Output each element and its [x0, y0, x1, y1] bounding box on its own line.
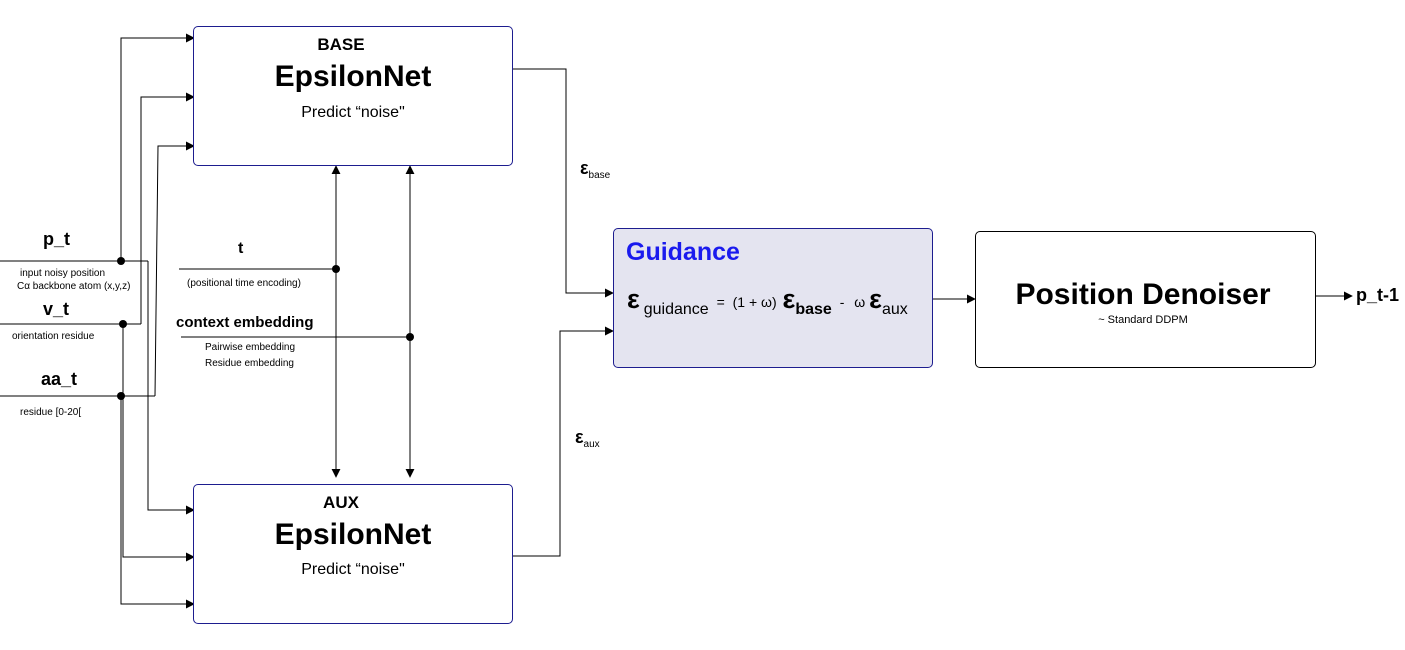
eps-symbol: ε	[627, 284, 640, 314]
p_t-label: p_t	[43, 229, 70, 249]
aux-epsilonnet-box	[193, 484, 513, 624]
denoiser-title: Position Denoiser	[1015, 278, 1271, 311]
t-desc: (positional time encoding)	[187, 278, 301, 289]
eps-symbol: ε	[575, 427, 584, 447]
base-to-guidance	[513, 68, 614, 298]
p_t-to-base	[120, 33, 195, 261]
p_t-desc-line1: input noisy position	[20, 268, 106, 279]
eps-base-label: εbase	[580, 158, 611, 181]
aa_t-to-aux	[120, 396, 195, 609]
denoiser-subtitle: ~ Standard DDPM	[1098, 314, 1188, 326]
guidance-box	[613, 228, 933, 368]
aa_t-desc: residue [0-20[	[20, 407, 82, 418]
aa_t-to-base	[154, 141, 195, 397]
p_t-to-aux	[147, 261, 195, 515]
v_t-to-aux	[122, 324, 195, 562]
aux-subscript: aux	[881, 301, 908, 318]
minus-sign: -	[839, 294, 845, 310]
junction-dot	[119, 320, 127, 328]
position-denoiser-box	[975, 231, 1316, 368]
context-label: context embedding	[176, 314, 314, 331]
output-label: p_t-1	[1356, 285, 1400, 305]
guidance-subscript: guidance	[643, 301, 709, 318]
omega-symbol: ω	[854, 294, 866, 310]
junction-dot	[406, 333, 414, 341]
junction-dot	[117, 257, 125, 265]
base-epsilonnet-box	[193, 26, 513, 166]
base-subscript: base	[795, 301, 832, 318]
aa_t-label: aa_t	[41, 369, 78, 389]
eps-base-subscript: base	[588, 170, 611, 181]
v_t-to-base	[140, 92, 195, 324]
p_t-desc-line2: Cα backbone atom (x,y,z)	[17, 281, 131, 292]
aux-to-guidance	[513, 326, 614, 557]
aux-subtitle: Predict “noise"	[301, 561, 405, 578]
base-subtitle: Predict “noise"	[301, 104, 405, 121]
base-title: EpsilonNet	[274, 60, 432, 93]
coefficient: (1 + ω)	[732, 294, 777, 310]
guidance-title: Guidance	[626, 238, 740, 266]
equals-sign: =	[716, 294, 725, 310]
v_t-label: v_t	[43, 299, 70, 319]
eps-symbol: ε	[782, 284, 796, 314]
v_t-desc: orientation residue	[12, 331, 95, 342]
t-label: t	[238, 240, 244, 257]
eps-aux-label: εaux	[575, 427, 600, 450]
aux-title: EpsilonNet	[274, 518, 432, 551]
aux-tag: AUX	[323, 493, 359, 512]
junction-dot	[117, 392, 125, 400]
base-tag: BASE	[317, 35, 365, 54]
context-desc-line2: Residue embedding	[205, 358, 294, 369]
eps-symbol: ε	[580, 158, 589, 178]
guidance-formula: ε guidance = (1 + ω) εbase - ω εaux	[627, 284, 908, 318]
junction-dot	[332, 265, 340, 273]
eps-symbol: ε	[869, 284, 882, 314]
context-desc-line1: Pairwise embedding	[205, 342, 296, 353]
eps-aux-subscript: aux	[583, 439, 600, 450]
